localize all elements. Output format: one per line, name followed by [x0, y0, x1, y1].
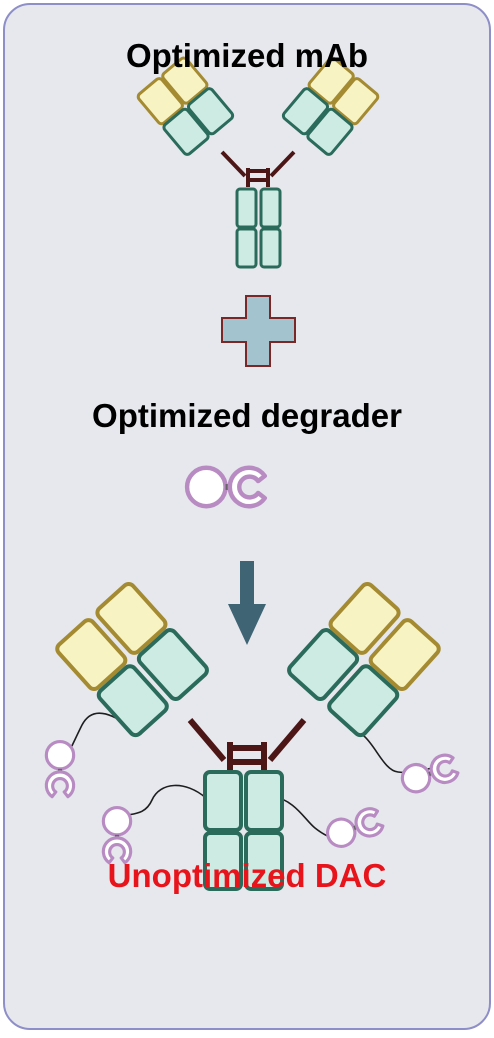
- arrow-down-icon: [228, 561, 266, 645]
- plus-icon: [221, 295, 296, 367]
- result-title: Unoptimized DAC: [107, 857, 387, 894]
- mab-title: Optimized mAb: [125, 37, 368, 74]
- antibody-degrader-conjugate-icon: [46, 581, 459, 891]
- antibody-icon: [135, 54, 381, 269]
- degrader-title: Optimized degrader: [92, 397, 402, 434]
- panel-background: [3, 3, 491, 1030]
